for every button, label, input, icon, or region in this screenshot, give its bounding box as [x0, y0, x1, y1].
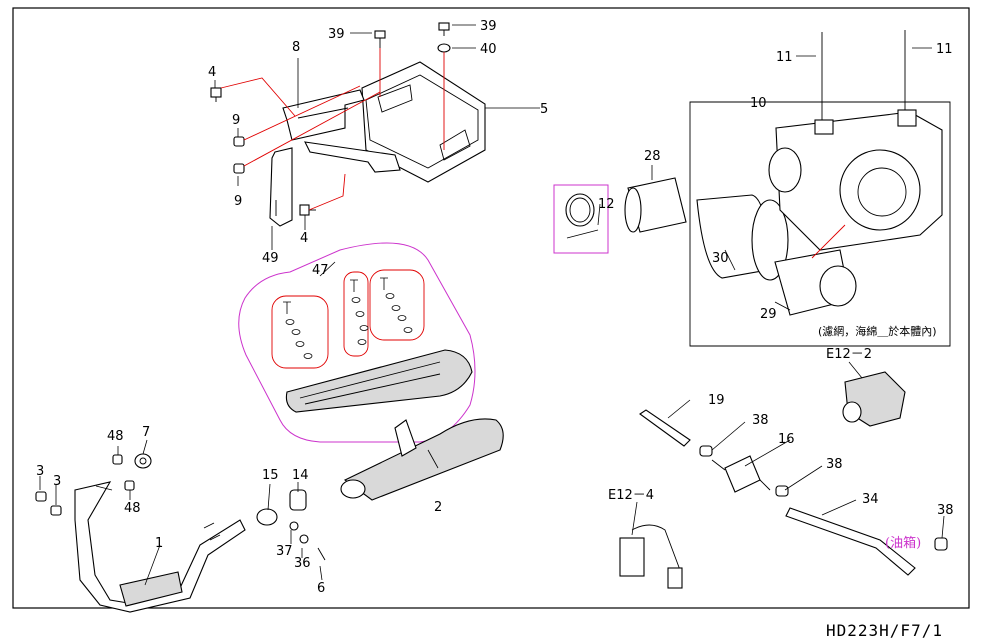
nut-9-upper: [233, 136, 245, 147]
battery-box-assembly: [210, 22, 486, 227]
muffler-2: [340, 418, 504, 501]
bolt-39-left: [374, 30, 386, 48]
washer-40: [437, 43, 451, 53]
callout-6: 6: [317, 581, 325, 596]
callout-9-upper: 9: [232, 113, 240, 128]
intake-boot-28: [624, 177, 687, 233]
screw-set-outline-1: [271, 295, 329, 369]
callout-38-top: 38: [752, 413, 769, 428]
callout-4-upper: 4: [208, 65, 216, 80]
callout-14: 14: [292, 468, 309, 483]
callout-16: 16: [778, 432, 795, 447]
callout-10: 10: [750, 96, 767, 111]
callout-e12-2: E12－2: [826, 347, 872, 362]
air-filter-element-30: [696, 194, 789, 281]
bolt-4-lower: [299, 204, 316, 216]
callout-39-left: 39: [328, 27, 345, 42]
screw-set-outline-3: [369, 269, 425, 341]
callout-3-right: 3: [53, 474, 61, 489]
callout-5: 5: [540, 102, 548, 117]
air-cleaner-body: [768, 30, 943, 251]
callout-9-lower: 9: [234, 194, 242, 209]
callout-28: 28: [644, 149, 661, 164]
small-parts-left: [35, 453, 326, 561]
hose-19: [639, 409, 691, 447]
callout-19: 19: [708, 393, 725, 408]
callout-1: 1: [155, 536, 163, 551]
heat-shield-group: [238, 242, 476, 443]
callout-2: 2: [434, 500, 442, 515]
callout-49: 49: [262, 251, 279, 266]
callout-36: 36: [294, 556, 311, 571]
exhaust-pipe-1: [74, 481, 246, 613]
filter-note: (濾網，海綿＿於本體內): [818, 324, 937, 338]
callout-48-lower: 48: [124, 501, 141, 516]
hose-clamp-12: [553, 184, 609, 254]
screw-set-outline-2: [343, 271, 369, 357]
leader-lines: [39, 24, 945, 586]
nut-9-lower: [233, 163, 245, 174]
callout-labels: 8 4 9 9 4 49 39 39 40 5 47 11 11 10 28 1…: [36, 19, 954, 596]
bolt-39-right: [438, 22, 450, 36]
fuel-filter-16: [699, 445, 789, 497]
connector-29: [774, 224, 857, 316]
callout-4-lower: 4: [300, 231, 308, 246]
callout-3-left: 3: [36, 464, 44, 479]
callout-29: 29: [760, 307, 777, 322]
callout-12: 12: [598, 197, 615, 212]
sensor-e12-4: [619, 524, 683, 589]
callout-38-right: 38: [937, 503, 954, 518]
callout-47: 47: [312, 263, 329, 278]
callout-30: 30: [712, 251, 729, 266]
callout-11-left: 11: [776, 50, 793, 65]
bolt-4-upper: [210, 87, 222, 102]
carburetor-e12-2: [842, 371, 906, 427]
diagram-code: HD223H/F7/1: [826, 621, 943, 640]
callout-38-middle: 38: [826, 457, 843, 472]
callout-15: 15: [262, 468, 279, 483]
callout-11-right: 11: [936, 42, 953, 57]
fuel-tank-note: (油箱): [885, 535, 921, 551]
callout-7: 7: [142, 425, 150, 440]
diagram-frame: [12, 7, 970, 609]
hose-34: [785, 507, 948, 576]
callout-40: 40: [480, 42, 497, 57]
callout-37: 37: [276, 544, 293, 559]
callout-39-right: 39: [480, 19, 497, 34]
callout-e12-4: E12－4: [608, 488, 654, 503]
callout-8: 8: [292, 40, 300, 55]
callout-48-upper: 48: [107, 429, 124, 444]
callout-34: 34: [862, 492, 879, 507]
